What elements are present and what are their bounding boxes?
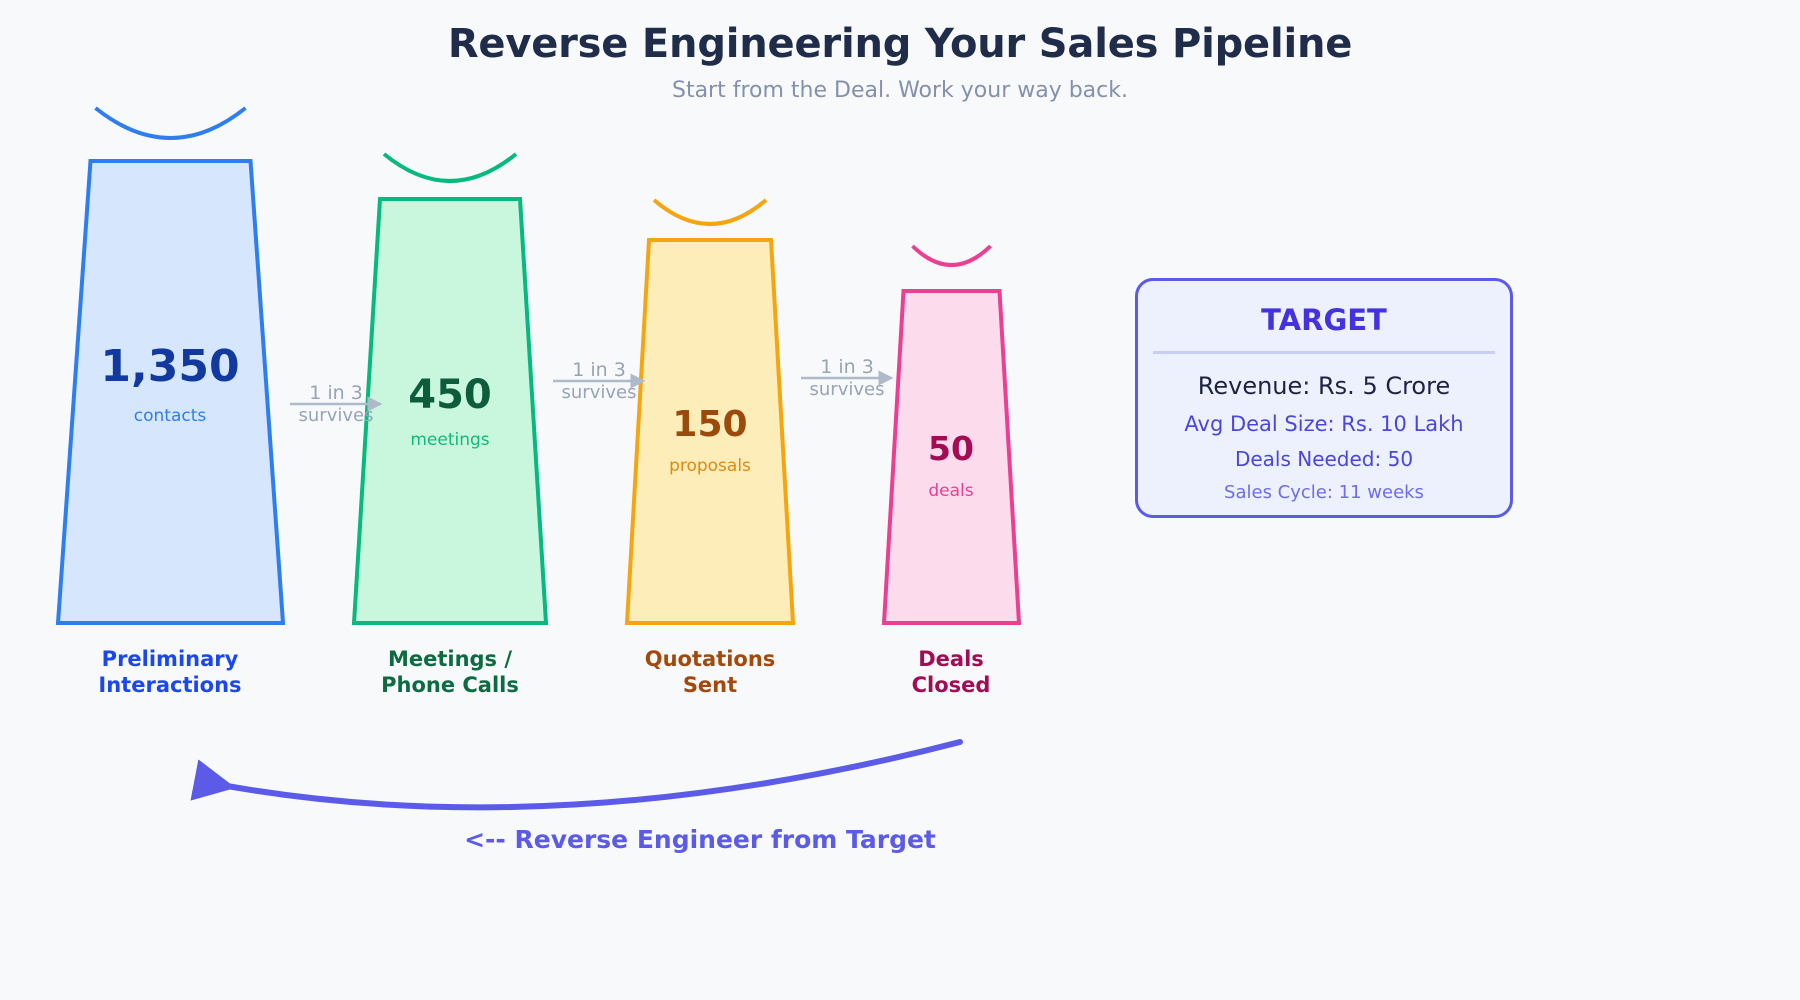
connector-ratio: 1 in 3 xyxy=(309,382,363,404)
connector-note: survives xyxy=(298,404,374,426)
page-title: Reverse Engineering Your Sales Pipeline xyxy=(447,21,1353,67)
funnel-stage-shape[interactable] xyxy=(349,196,551,628)
connector-ratio: 1 in 3 xyxy=(820,356,874,378)
funnel-stage-value: 50 xyxy=(928,429,974,468)
page-subtitle: Start from the Deal. Work your way back. xyxy=(671,78,1128,103)
funnel-stage-arc-icon xyxy=(382,152,518,183)
funnel-stage-label: Preliminary Interactions xyxy=(98,647,242,697)
funnel-stage-arc-icon xyxy=(910,244,992,267)
funnel-stage-value: 1,350 xyxy=(100,341,240,392)
header: Reverse Engineering Your Sales Pipeline … xyxy=(0,22,1800,103)
funnel-stage-unit: contacts xyxy=(133,406,207,426)
funnel-stage-shape[interactable] xyxy=(879,288,1024,628)
connector-arrow-icon xyxy=(553,373,646,389)
reverse-engineer-caption: <-- Reverse Engineer from Target xyxy=(464,825,936,854)
funnel-stage-arc-icon xyxy=(93,106,247,140)
connector-note: survives xyxy=(809,378,885,400)
target-heading: TARGET xyxy=(1261,303,1387,337)
funnel-stage-unit: proposals xyxy=(669,456,751,476)
connector-arrow-icon xyxy=(801,370,894,386)
funnel-stage-label: Quotations Sent xyxy=(644,647,776,697)
funnel-stage-unit: deals xyxy=(928,481,974,501)
funnel-stage-shape[interactable] xyxy=(53,158,288,628)
target-divider xyxy=(1153,351,1495,354)
funnel-stage-value: 450 xyxy=(408,372,492,418)
funnel-stage-label: Meetings / Phone Calls xyxy=(381,647,519,697)
funnel-stage-value: 150 xyxy=(672,404,748,445)
funnel-stage-label: Deals Closed xyxy=(911,647,991,697)
target-deals-needed-line: Deals Needed: 50 xyxy=(1234,447,1414,471)
target-sales-cycle-line: Sales Cycle: 11 weeks xyxy=(1224,482,1424,503)
reverse-engineer-arrow-icon xyxy=(190,739,963,811)
connector-arrow-icon xyxy=(290,396,383,412)
target-revenue-line: Revenue: Rs. 5 Crore xyxy=(1197,372,1451,400)
connector-note: survives xyxy=(561,381,637,403)
connector-ratio: 1 in 3 xyxy=(572,359,626,381)
funnel-stage-arc-icon xyxy=(652,198,768,226)
target-avg-deal-size-line: Avg Deal Size: Rs. 10 Lakh xyxy=(1184,412,1464,436)
target-card: TARGET Revenue: Rs. 5 Crore Avg Deal Siz… xyxy=(1135,278,1513,518)
funnel-stage-unit: meetings xyxy=(410,430,490,450)
funnel-stage-shape[interactable] xyxy=(622,237,798,628)
